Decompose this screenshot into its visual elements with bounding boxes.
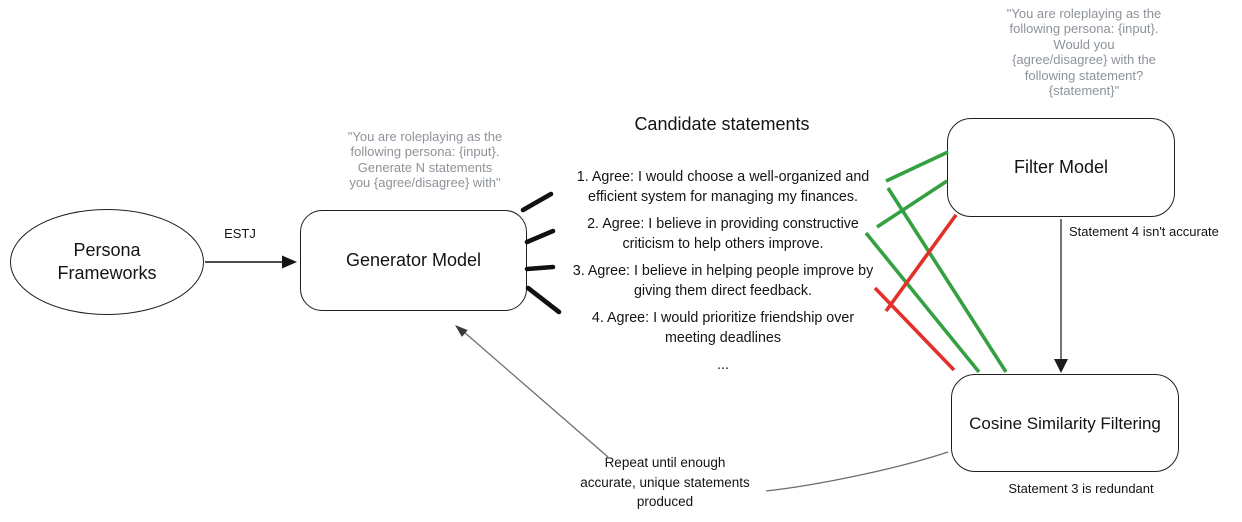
persona-frameworks-node: Persona Frameworks <box>10 209 204 315</box>
repeat-loop-label: Repeat until enough accurate, unique sta… <box>580 455 750 509</box>
statement-item: 1. Agree: I would choose a well-organize… <box>576 169 870 205</box>
estj-edge-label: ESTJ <box>224 226 256 241</box>
filter-to-cosine-arrowhead-icon <box>1054 359 1068 373</box>
filter-prompt-text: "You are roleplaying as the following pe… <box>1006 6 1162 99</box>
generator-prompt-text: "You are roleplaying as the following pe… <box>347 129 503 191</box>
generator-model-node: Generator Model <box>300 210 527 311</box>
cosine-redundant-label: Statement 3 is redundant <box>1008 481 1154 496</box>
statement-item: 2. Agree: I believe in providing constru… <box>587 216 859 252</box>
filter-model-label: Filter Model <box>1013 157 1109 177</box>
cosine-similarity-label: Cosine Similarity Filtering <box>969 413 1161 433</box>
statement-item: 4. Agree: I would prioritize friendship … <box>591 310 855 346</box>
cosine-similarity-node: Cosine Similarity Filtering <box>951 374 1179 472</box>
persona-frameworks-label: Persona Frameworks <box>57 240 157 283</box>
filter-reject-label: Statement 4 isn't accurate <box>1069 224 1219 239</box>
repeat-line-from-cosine <box>765 451 949 492</box>
statements-ellipsis: ... <box>717 357 729 373</box>
estj-arrowhead-icon <box>282 255 297 269</box>
repeat-arrowhead-icon <box>455 325 468 337</box>
candidate-statements-title: Candidate statements <box>634 114 810 134</box>
candidate-statements-list: 1. Agree: I would choose a well-organize… <box>540 167 906 375</box>
statement-item: 3. Agree: I believe in helping people im… <box>572 263 874 299</box>
filter-model-node: Filter Model <box>947 118 1175 217</box>
generator-model-label: Generator Model <box>345 250 482 270</box>
